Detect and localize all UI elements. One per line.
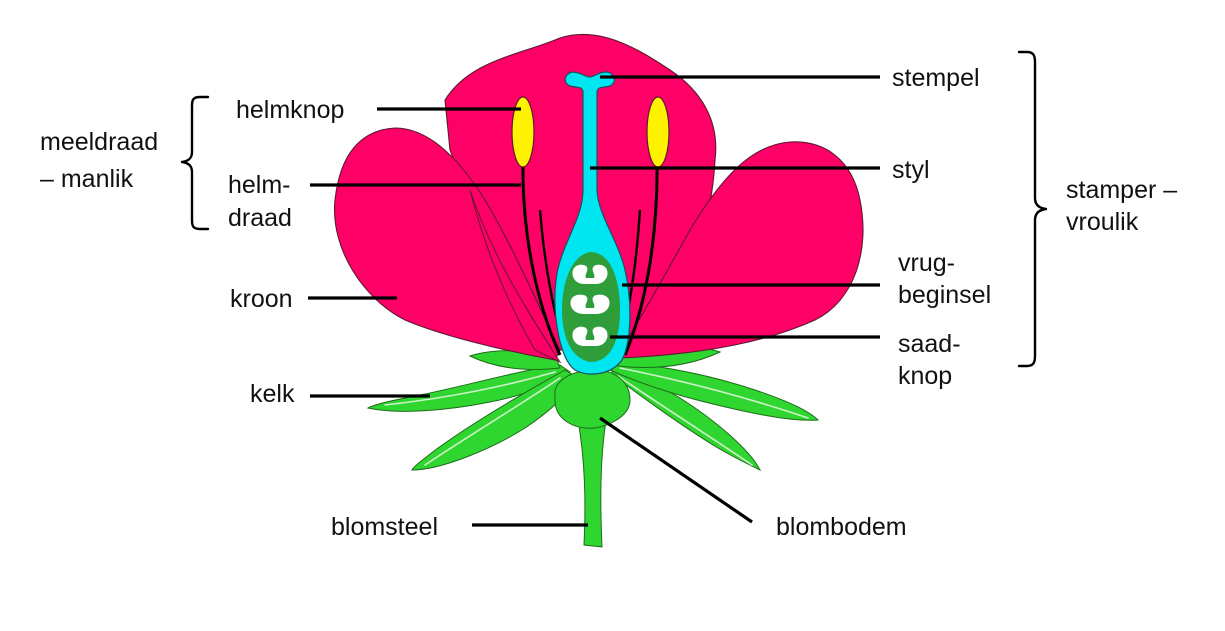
flower-stalk	[577, 419, 607, 548]
label-blomsteel: blomsteel	[331, 513, 438, 541]
leader-blombodem	[599, 416, 753, 524]
ovule-4	[590, 294, 610, 314]
label-blombodem: blombodem	[776, 513, 907, 541]
label-kroon: kroon	[230, 285, 293, 313]
filament-right	[623, 159, 659, 356]
label-styl: styl	[892, 156, 930, 184]
petal-front-left	[469, 189, 562, 364]
label-vrugbeginsel-line2: beginsel	[898, 281, 991, 309]
label-meeldraad-line1: meeldraad	[40, 128, 158, 156]
label-vrugbeginsel-line1: vrug-	[898, 249, 955, 277]
flower	[333, 33, 864, 548]
ovule-2	[590, 264, 608, 284]
label-helmdraad-line2: draad	[228, 204, 292, 232]
label-saadknop-line1: saad-	[898, 330, 961, 358]
label-stamper-line2: vroulik	[1066, 208, 1139, 236]
ovules	[570, 264, 610, 346]
filament-left	[521, 159, 562, 356]
label-helmdraad-line1: helm-	[228, 171, 291, 199]
label-kelk: kelk	[250, 380, 295, 408]
brace-meeldraad	[180, 95, 210, 231]
labels: helmknop meeldraad – manlik helm- draad …	[40, 64, 1177, 541]
leader-lines	[308, 75, 880, 527]
ovule-1	[572, 264, 590, 284]
receptacle	[554, 369, 631, 429]
ovule-6	[590, 326, 608, 346]
anther-left	[511, 96, 535, 168]
label-stempel: stempel	[892, 64, 980, 92]
brace-stamper	[1017, 50, 1048, 368]
anther-right	[646, 96, 670, 168]
label-saadknop-line2: knop	[898, 362, 952, 390]
label-helmknop: helmknop	[236, 96, 344, 124]
label-meeldraad-line2: – manlik	[40, 165, 134, 193]
label-stamper-line1: stamper –	[1066, 176, 1177, 204]
ovule-5	[572, 326, 590, 346]
ovule-3	[570, 294, 590, 314]
petal-right	[619, 141, 864, 359]
